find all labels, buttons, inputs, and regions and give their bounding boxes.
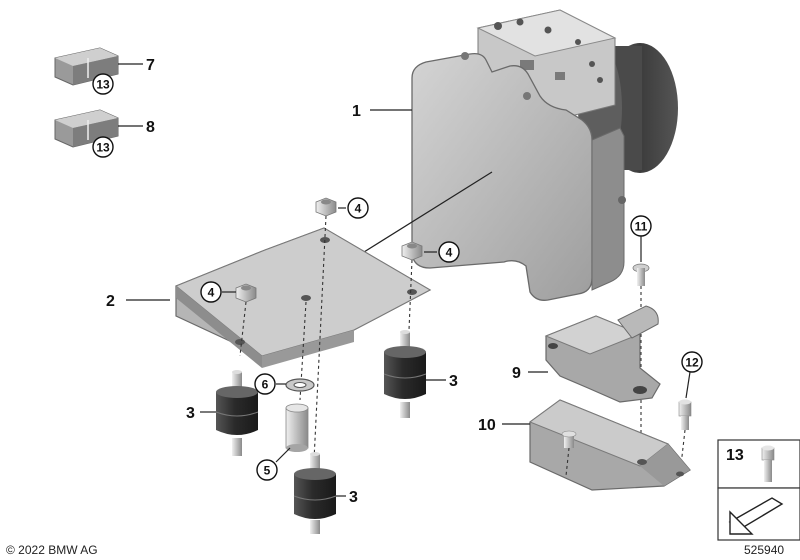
callout-4-c[interactable] [200,281,222,303]
legend-box: 13 [717,439,800,541]
part-label-3-b[interactable]: 3 [449,373,458,390]
legend-arrow-icon [728,497,784,535]
rubber-mount-3-c[interactable] [293,452,337,534]
part-label-1[interactable]: 1 [352,103,361,120]
sleeve-5[interactable] [285,403,309,452]
bolt-11[interactable] [632,263,650,286]
part-10-sensor-bracket[interactable] [528,399,691,491]
part-label-3-c[interactable]: 3 [349,489,358,506]
part-label-3-a[interactable]: 3 [186,405,195,422]
part-9-sensor[interactable] [544,305,661,403]
callout-5-text: 5 [264,464,271,478]
nut-4-b[interactable] [401,241,423,261]
part-7-box[interactable] [54,47,119,86]
callout-12[interactable] [681,351,703,373]
part-label-2[interactable]: 2 [106,293,115,310]
callout-5[interactable] [256,459,278,481]
bolt-12[interactable] [678,399,692,431]
part-label-7[interactable]: 7 [146,57,155,74]
part-label-9[interactable]: 9 [512,365,521,382]
legend-screw-13-icon [761,445,775,482]
part-2-bracket[interactable] [175,227,432,368]
callout-4-b[interactable] [438,241,460,263]
copyright-text: © 2022 BMW AG [6,543,98,557]
assembly-line-g [565,447,570,477]
callout-12-text: 12 [685,356,699,370]
callout-4-c-text: 4 [208,286,215,300]
callout-13-a[interactable] [92,73,114,95]
nut-4-a[interactable] [315,197,337,217]
callout-4-b-text: 4 [446,246,453,260]
leader-module-to-bracket [347,171,493,263]
callout-13-b-text: 13 [96,141,110,155]
washer-6[interactable] [285,378,315,392]
nut-4-c[interactable] [235,283,257,303]
rubber-mount-3-a[interactable] [215,370,259,456]
assembly-line-d [299,301,307,401]
assembly-line-a [313,215,327,461]
callout-13-b[interactable] [92,136,114,158]
leader-12 [685,371,691,399]
callout-11-text: 11 [635,220,648,234]
callout-4-a[interactable] [347,197,369,219]
callout-6-text: 6 [262,378,269,392]
bracket-stud [561,430,577,448]
diagram-number: 525940 [744,543,784,557]
leader-5 [275,447,291,463]
part-1-hydraulic-unit[interactable] [411,9,678,301]
callout-13-a-text: 13 [96,78,110,92]
part-label-10[interactable]: 10 [478,417,496,434]
callout-4-a-text: 4 [355,202,362,216]
legend-label-13: 13 [726,447,744,464]
callout-6[interactable] [254,373,276,395]
rubber-mount-3-b[interactable] [383,330,427,418]
part-label-8[interactable]: 8 [146,119,155,136]
